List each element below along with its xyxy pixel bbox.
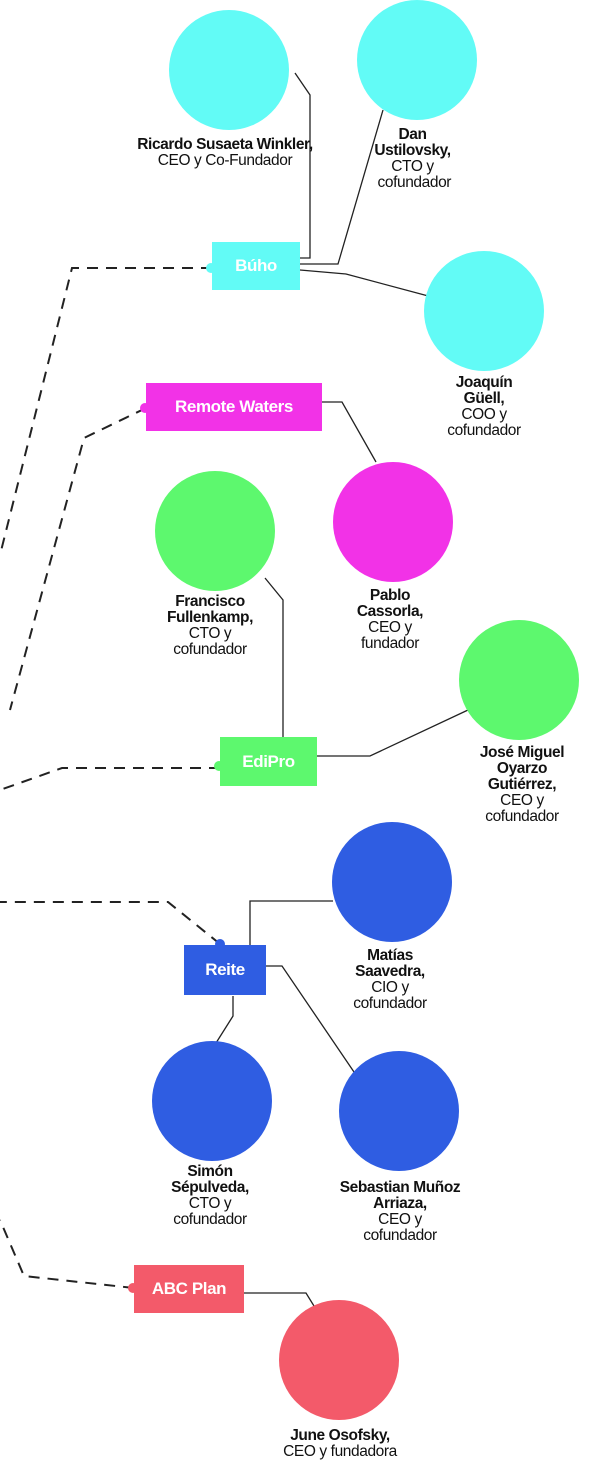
person-name: Francisco Fullenkamp, — [166, 593, 254, 626]
dashed-connector-remote-waters — [9, 407, 147, 711]
dashed-connector-edipro — [0, 767, 220, 791]
person-role: CTO y cofundador — [173, 1195, 247, 1228]
avatar-matias — [332, 822, 452, 942]
person-name: Pablo Cassorla, — [356, 587, 424, 620]
person-role: COO y cofundador — [447, 406, 521, 439]
avatar-sebastian — [339, 1051, 459, 1171]
person-label-june: June Osofsky, CEO y fundadora — [265, 1428, 415, 1460]
solid-link-reite-simon — [215, 996, 234, 1044]
person-label-matias: Matías Saavedra, CIO y cofundador — [330, 948, 450, 1012]
person-name: Dan Ustilovsky, — [374, 126, 451, 159]
person-label-sebastian: Sebastian Muñoz Arriaza, CEO y cofundado… — [325, 1180, 475, 1244]
solid-link-reite-matias — [249, 900, 333, 945]
startup-badge-abc-plan[interactable]: ABC Plan — [134, 1265, 244, 1313]
avatar-simon — [152, 1041, 272, 1161]
startup-badge-buho[interactable]: Búho — [212, 242, 300, 290]
connector-dot-abc-plan — [128, 1283, 138, 1293]
person-role: CEO y fundador — [361, 619, 419, 652]
avatar-dan — [357, 0, 477, 120]
solid-link-edipro-francisco — [264, 577, 284, 738]
person-name: Simón Sépulveda, — [171, 1163, 249, 1196]
person-label-joaquin: Joaquín Güell, COO y cofundador — [434, 375, 534, 439]
solid-link-remote-waters-pablo — [322, 401, 377, 463]
avatar-jose — [459, 620, 579, 740]
avatar-pablo — [333, 462, 453, 582]
person-label-dan: Dan Ustilovsky, CTO y cofundador — [370, 127, 455, 191]
avatar-francisco — [155, 471, 275, 591]
connector-dot-remote-waters — [140, 403, 150, 413]
avatar-june — [279, 1300, 399, 1420]
person-name: Joaquín Güell, — [455, 374, 513, 407]
person-role: CEO y cofundador — [485, 792, 559, 825]
avatar-joaquin — [424, 251, 544, 371]
solid-link-edipro-jose — [317, 709, 469, 757]
person-label-pablo: Pablo Cassorla, CEO y fundador — [340, 588, 440, 652]
connector-dot-buho — [206, 263, 216, 273]
person-role: CIO y cofundador — [353, 979, 427, 1012]
person-role: CEO y Co-Fundador — [157, 152, 293, 169]
solid-link-buho-joaquin — [299, 269, 433, 298]
person-role: CEO y cofundador — [363, 1211, 437, 1244]
dashed-connector-abc-plan — [0, 1219, 135, 1289]
solid-link-buho-dan — [300, 109, 384, 265]
person-label-ricardo: Ricardo Susaeta Winkler, CEO y Co-Fundad… — [135, 137, 315, 169]
person-label-jose: José Miguel Oyarzo Gutiérrez, CEO y cofu… — [462, 745, 582, 825]
connector-dot-reite — [215, 939, 225, 949]
person-name: José Miguel Oyarzo Gutiérrez, — [479, 744, 565, 793]
person-name: June Osofsky, — [290, 1427, 390, 1444]
person-role: CTO y cofundador — [377, 158, 452, 191]
person-role: CEO y fundadora — [283, 1443, 397, 1460]
person-label-francisco: Francisco Fullenkamp, CTO y cofundador — [150, 594, 270, 658]
person-name: Ricardo Susaeta Winkler, — [137, 136, 313, 153]
solid-link-reite-sebastian — [266, 965, 355, 1073]
solid-link-abc-plan-june — [244, 1292, 315, 1307]
dashed-connector-reite — [0, 901, 221, 945]
startup-badge-remote-waters[interactable]: Remote Waters — [146, 383, 322, 431]
startup-badge-edipro[interactable]: EdiPro — [220, 737, 317, 786]
person-label-simon: Simón Sépulveda, CTO y cofundador — [150, 1164, 270, 1228]
solid-link-buho-ricardo — [294, 72, 311, 259]
person-role: CTO y cofundador — [173, 625, 247, 658]
person-name: Matías Saavedra, — [355, 947, 425, 980]
dashed-connector-buho — [0, 267, 212, 556]
connector-dot-edipro — [214, 761, 224, 771]
startup-badge-reite[interactable]: Reite — [184, 945, 266, 995]
avatar-ricardo — [169, 10, 289, 130]
person-name: Sebastian Muñoz Arriaza, — [339, 1179, 461, 1212]
